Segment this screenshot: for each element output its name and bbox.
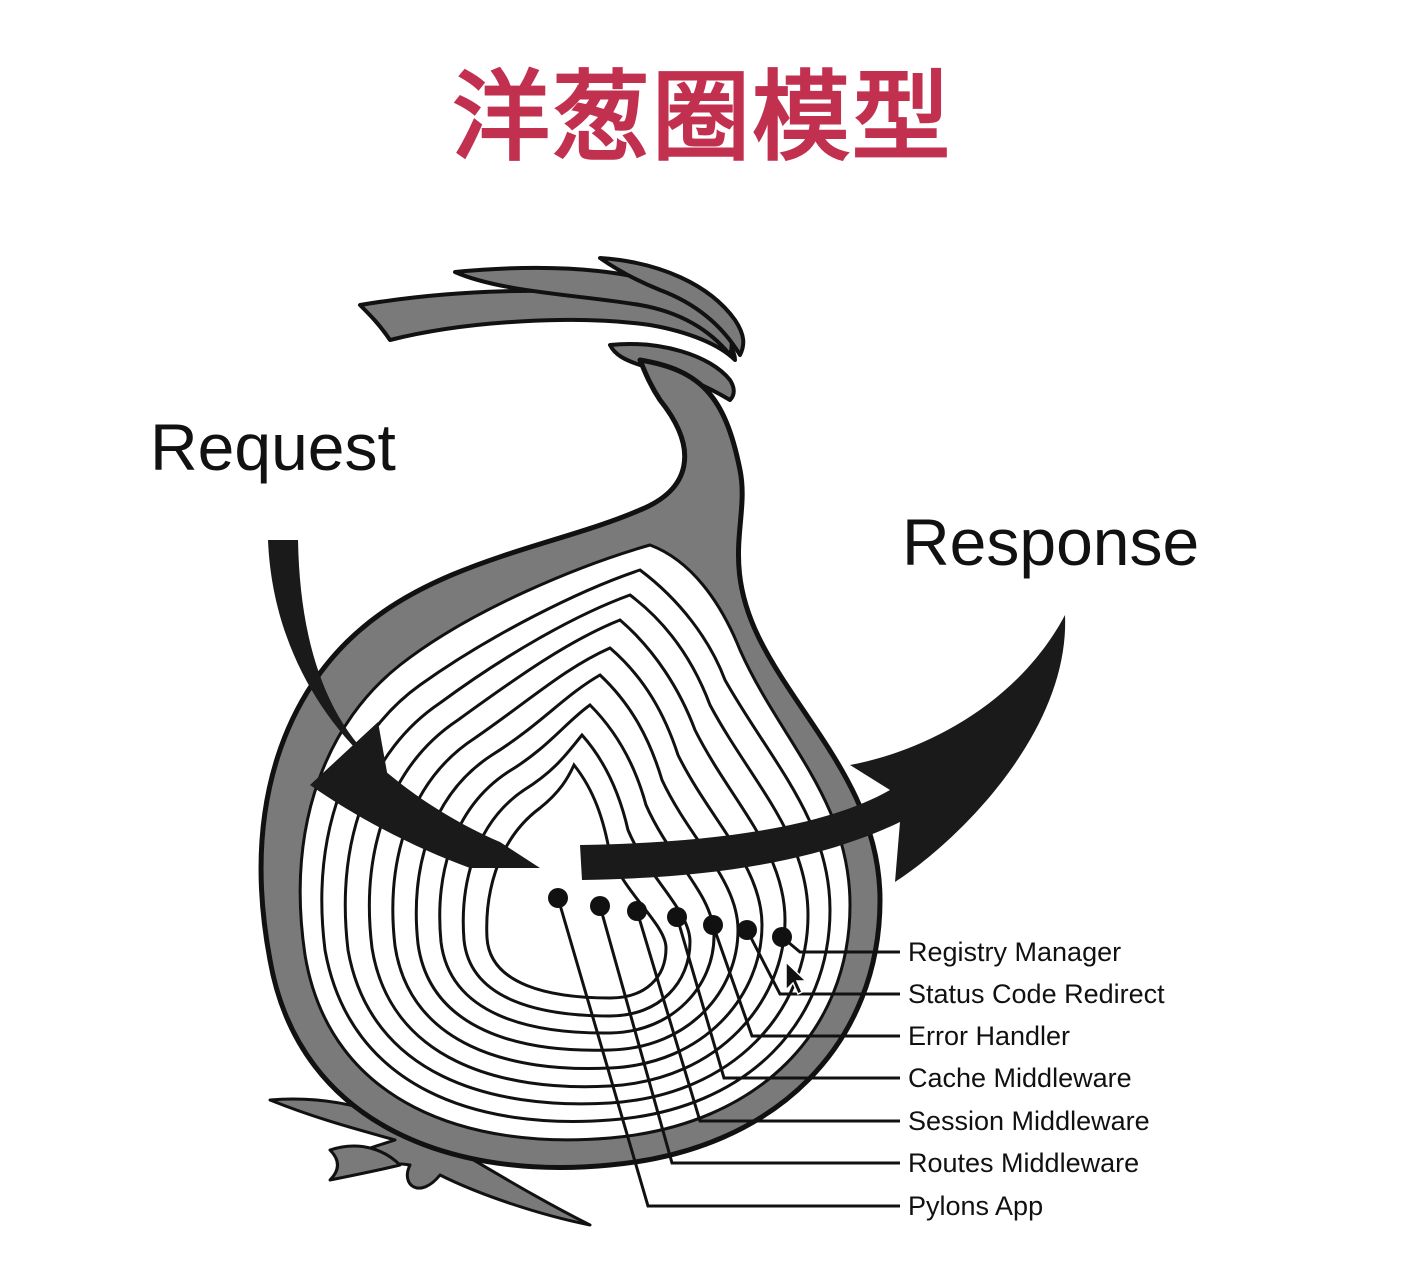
- cursor-icon: [785, 960, 808, 996]
- layer-dot: [627, 901, 647, 921]
- layer-label: Status Code Redirect: [908, 979, 1165, 1009]
- layer-label: Registry Manager: [908, 937, 1121, 967]
- response-label: Response: [902, 505, 1199, 579]
- layer-dot: [737, 920, 757, 940]
- layer-leader-line: [711, 924, 900, 1038]
- layer-leader-line: [635, 910, 900, 1123]
- request-label: Request: [150, 410, 396, 484]
- page-title: 洋葱圈模型: [451, 61, 952, 175]
- layer-label: Session Middleware: [908, 1106, 1150, 1136]
- request-arrow: [268, 540, 540, 868]
- response-arrow: [580, 615, 1066, 882]
- layer-dot: [772, 927, 792, 947]
- layer-leader-line: [745, 929, 900, 996]
- layer-dot: [590, 896, 610, 916]
- layer-label: Error Handler: [908, 1021, 1070, 1051]
- layer-dot: [548, 888, 568, 908]
- layer-dot: [667, 907, 687, 927]
- layer-label: Pylons App: [908, 1191, 1043, 1221]
- layer-leader-line: [598, 905, 900, 1165]
- layer-label: Routes Middleware: [908, 1148, 1139, 1178]
- onion-inner-flesh: [298, 543, 852, 1142]
- onion-layers: [320, 568, 832, 1123]
- layer-leader-line: [556, 897, 900, 1208]
- layer-dot: [703, 915, 723, 935]
- layer-label: Cache Middleware: [908, 1063, 1132, 1093]
- layer-leader-line: [675, 916, 900, 1080]
